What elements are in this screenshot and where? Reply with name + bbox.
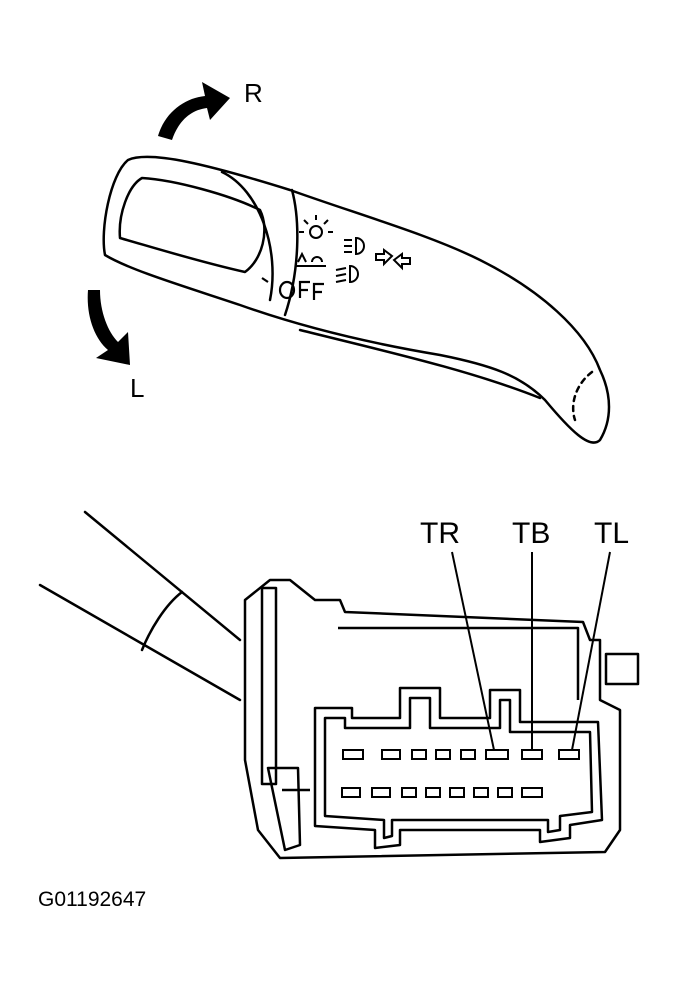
rotate-left-arrow xyxy=(87,290,130,365)
turn-signal-arrows-icon xyxy=(375,248,411,271)
switch-connector-housing xyxy=(243,578,640,860)
rotate-right-label: R xyxy=(244,78,263,108)
terminal-tr-label: TR xyxy=(420,517,460,550)
off-label-icon xyxy=(261,277,324,300)
rotate-right-arrow xyxy=(158,82,230,140)
figure-id: G01192647 xyxy=(38,888,146,911)
high-beam-icon xyxy=(344,236,365,256)
parking-light-icon xyxy=(296,251,326,267)
headlight-icon xyxy=(299,215,333,239)
rotate-left-label: L xyxy=(130,373,144,403)
terminal-tl-label: TL xyxy=(594,517,629,550)
lever-stub xyxy=(38,510,242,702)
terminal-tb-label: TB xyxy=(512,517,550,550)
terminal-pin-row-upper xyxy=(342,749,580,760)
low-beam-icon xyxy=(335,264,359,284)
terminal-pin-row-lower xyxy=(341,787,543,798)
switch-lever xyxy=(102,155,611,444)
terminal-leader-lines xyxy=(451,551,611,751)
